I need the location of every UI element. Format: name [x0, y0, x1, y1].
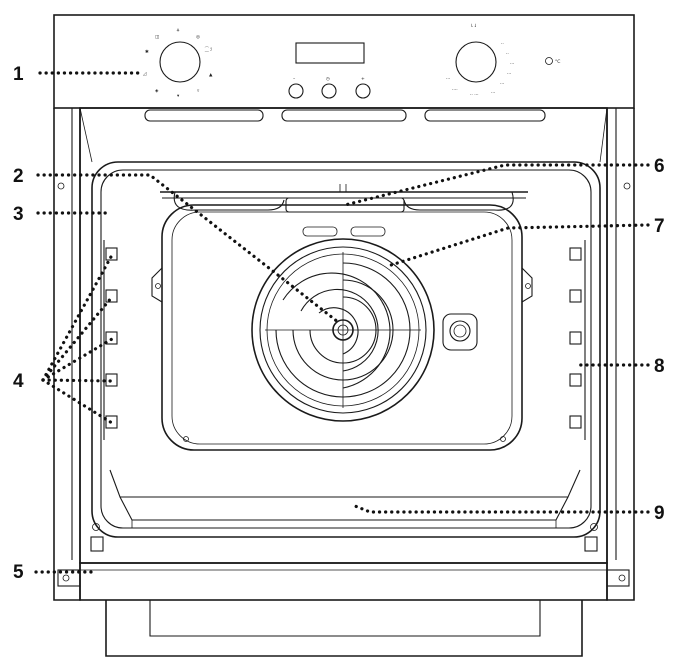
callout-9: 9	[654, 503, 665, 524]
temperature-dial: ⇂⇃ ·· ·· ··· ··· ··· ··· ·· ··· ···· ···	[446, 23, 514, 98]
callout-leaders	[34, 71, 650, 574]
svg-text:⚘: ⚘	[176, 28, 180, 34]
svg-text:····: ····	[452, 88, 458, 93]
svg-text:◈: ◈	[155, 89, 159, 94]
oven-door	[79, 562, 608, 601]
svg-text:▲: ▲	[209, 73, 213, 78]
svg-text:+: +	[361, 76, 365, 82]
svg-text:◫: ◫	[155, 35, 159, 40]
callout-3: 3	[13, 204, 24, 225]
svg-text:–: –	[293, 77, 296, 82]
callout-8: 8	[654, 356, 665, 377]
oven-floor	[109, 469, 581, 528]
svg-text:·· ···: ·· ···	[470, 93, 479, 98]
right-shelf-runners	[569, 240, 586, 440]
callout-1: 1	[13, 64, 24, 85]
clock-button	[321, 83, 337, 99]
grill-element	[160, 184, 528, 213]
oven-body	[53, 107, 635, 657]
left-shelf-runners	[103, 240, 118, 440]
svg-text:▾: ▾	[177, 94, 180, 99]
svg-text:◿: ◿	[143, 72, 147, 77]
leader-6	[343, 163, 650, 207]
function-symbol-icons: ◫ ⚘ ◎ ✱ ⁐ ℐ ◿ ▲ ◈ ▾ ▿	[143, 28, 213, 99]
svg-text:··: ··	[501, 42, 504, 47]
temperature-scale-marks: ·· ·· ··· ··· ··· ··· ·· ··· ···· ···	[446, 42, 514, 98]
callout-numbers: 1 2 3 4 5 6 7 8 9	[13, 64, 665, 583]
svg-text:···: ···	[507, 72, 511, 77]
control-panel: ◫ ⚘ ◎ ✱ ⁐ ℐ ◿ ▲ ◈ ▾ ▿ – ◷ + ⇂	[53, 14, 635, 109]
function-selector-dial: ◫ ⚘ ◎ ✱ ⁐ ℐ ◿ ▲ ◈ ▾ ▿	[143, 28, 213, 99]
leader-4a	[41, 253, 114, 382]
indicator-label: °C	[555, 59, 560, 65]
callout-6: 6	[654, 156, 665, 177]
minus-button	[288, 83, 304, 99]
fan-guard	[251, 238, 435, 422]
leader-4d	[41, 378, 114, 383]
indicator-lamp-icon	[545, 57, 553, 65]
leader-7	[386, 223, 650, 268]
svg-text:···: ···	[510, 62, 514, 67]
timer-buttons: – ◷ +	[288, 76, 371, 99]
leader-4c	[41, 337, 114, 382]
leader-9	[353, 504, 650, 514]
callout-7: 7	[654, 216, 665, 237]
svg-text:▿: ▿	[197, 89, 200, 94]
leader-2	[36, 173, 340, 324]
callout-2: 2	[13, 166, 24, 187]
leader-4e	[41, 378, 114, 425]
oven-lamp-icon	[442, 313, 478, 351]
svg-text:···: ···	[446, 77, 450, 82]
callout-5: 5	[13, 562, 24, 583]
timer-display	[295, 42, 365, 64]
svg-text:···: ···	[491, 91, 495, 96]
svg-text:✱: ✱	[145, 49, 149, 55]
svg-text:⁐ ℐ: ⁐ ℐ	[204, 46, 212, 53]
plus-button	[355, 83, 371, 99]
svg-text:···: ···	[500, 82, 504, 87]
callout-4: 4	[13, 371, 24, 392]
leader-4b	[41, 295, 114, 382]
svg-text:··: ··	[506, 52, 509, 57]
svg-text:◷: ◷	[326, 77, 330, 82]
temperature-dial-top-mark: ⇂⇃	[470, 23, 478, 29]
svg-text:◎: ◎	[196, 35, 200, 40]
